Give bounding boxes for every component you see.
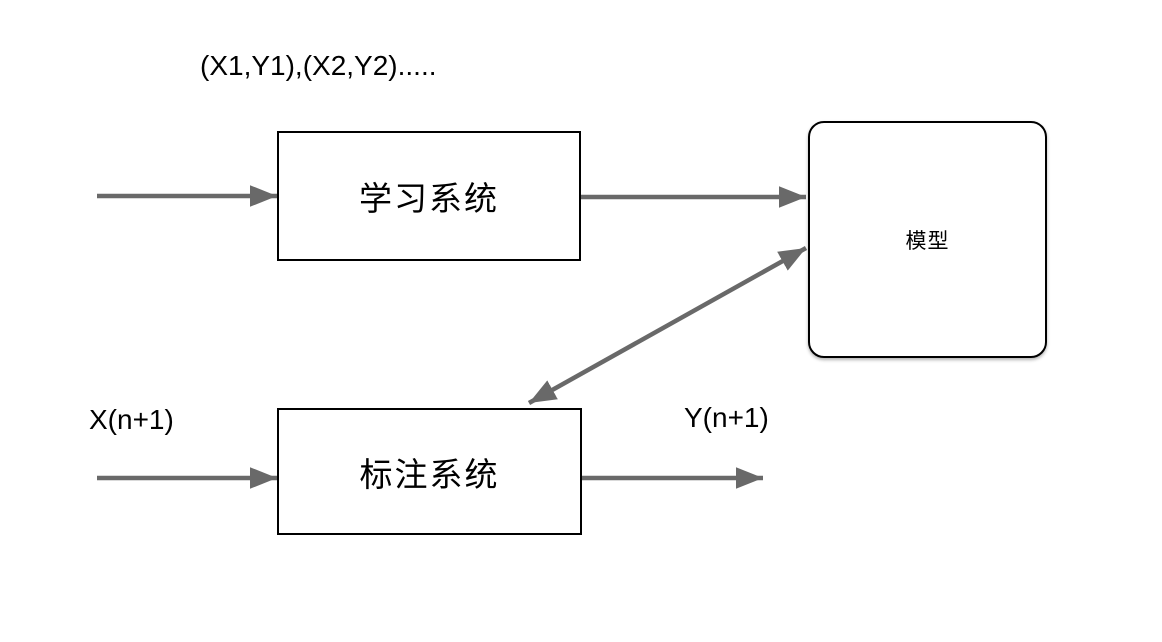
node-annotation-system-label: 标注系统 — [359, 455, 500, 493]
training-data-label: (X1,Y1),(X2,Y2)..... — [200, 50, 437, 81]
node-model-label: 模型 — [905, 229, 950, 253]
node-learning-system: 学习系统 — [277, 131, 581, 261]
y-output-label: Y(n+1) — [684, 402, 769, 433]
node-learning-system-label: 学习系统 — [359, 180, 499, 217]
edge-model-annotation-system-link — [527, 246, 808, 405]
node-model: 模型 — [808, 121, 1047, 358]
node-annotation-system: 标注系统 — [277, 408, 582, 535]
x-input-label: X(n+1) — [89, 404, 174, 435]
